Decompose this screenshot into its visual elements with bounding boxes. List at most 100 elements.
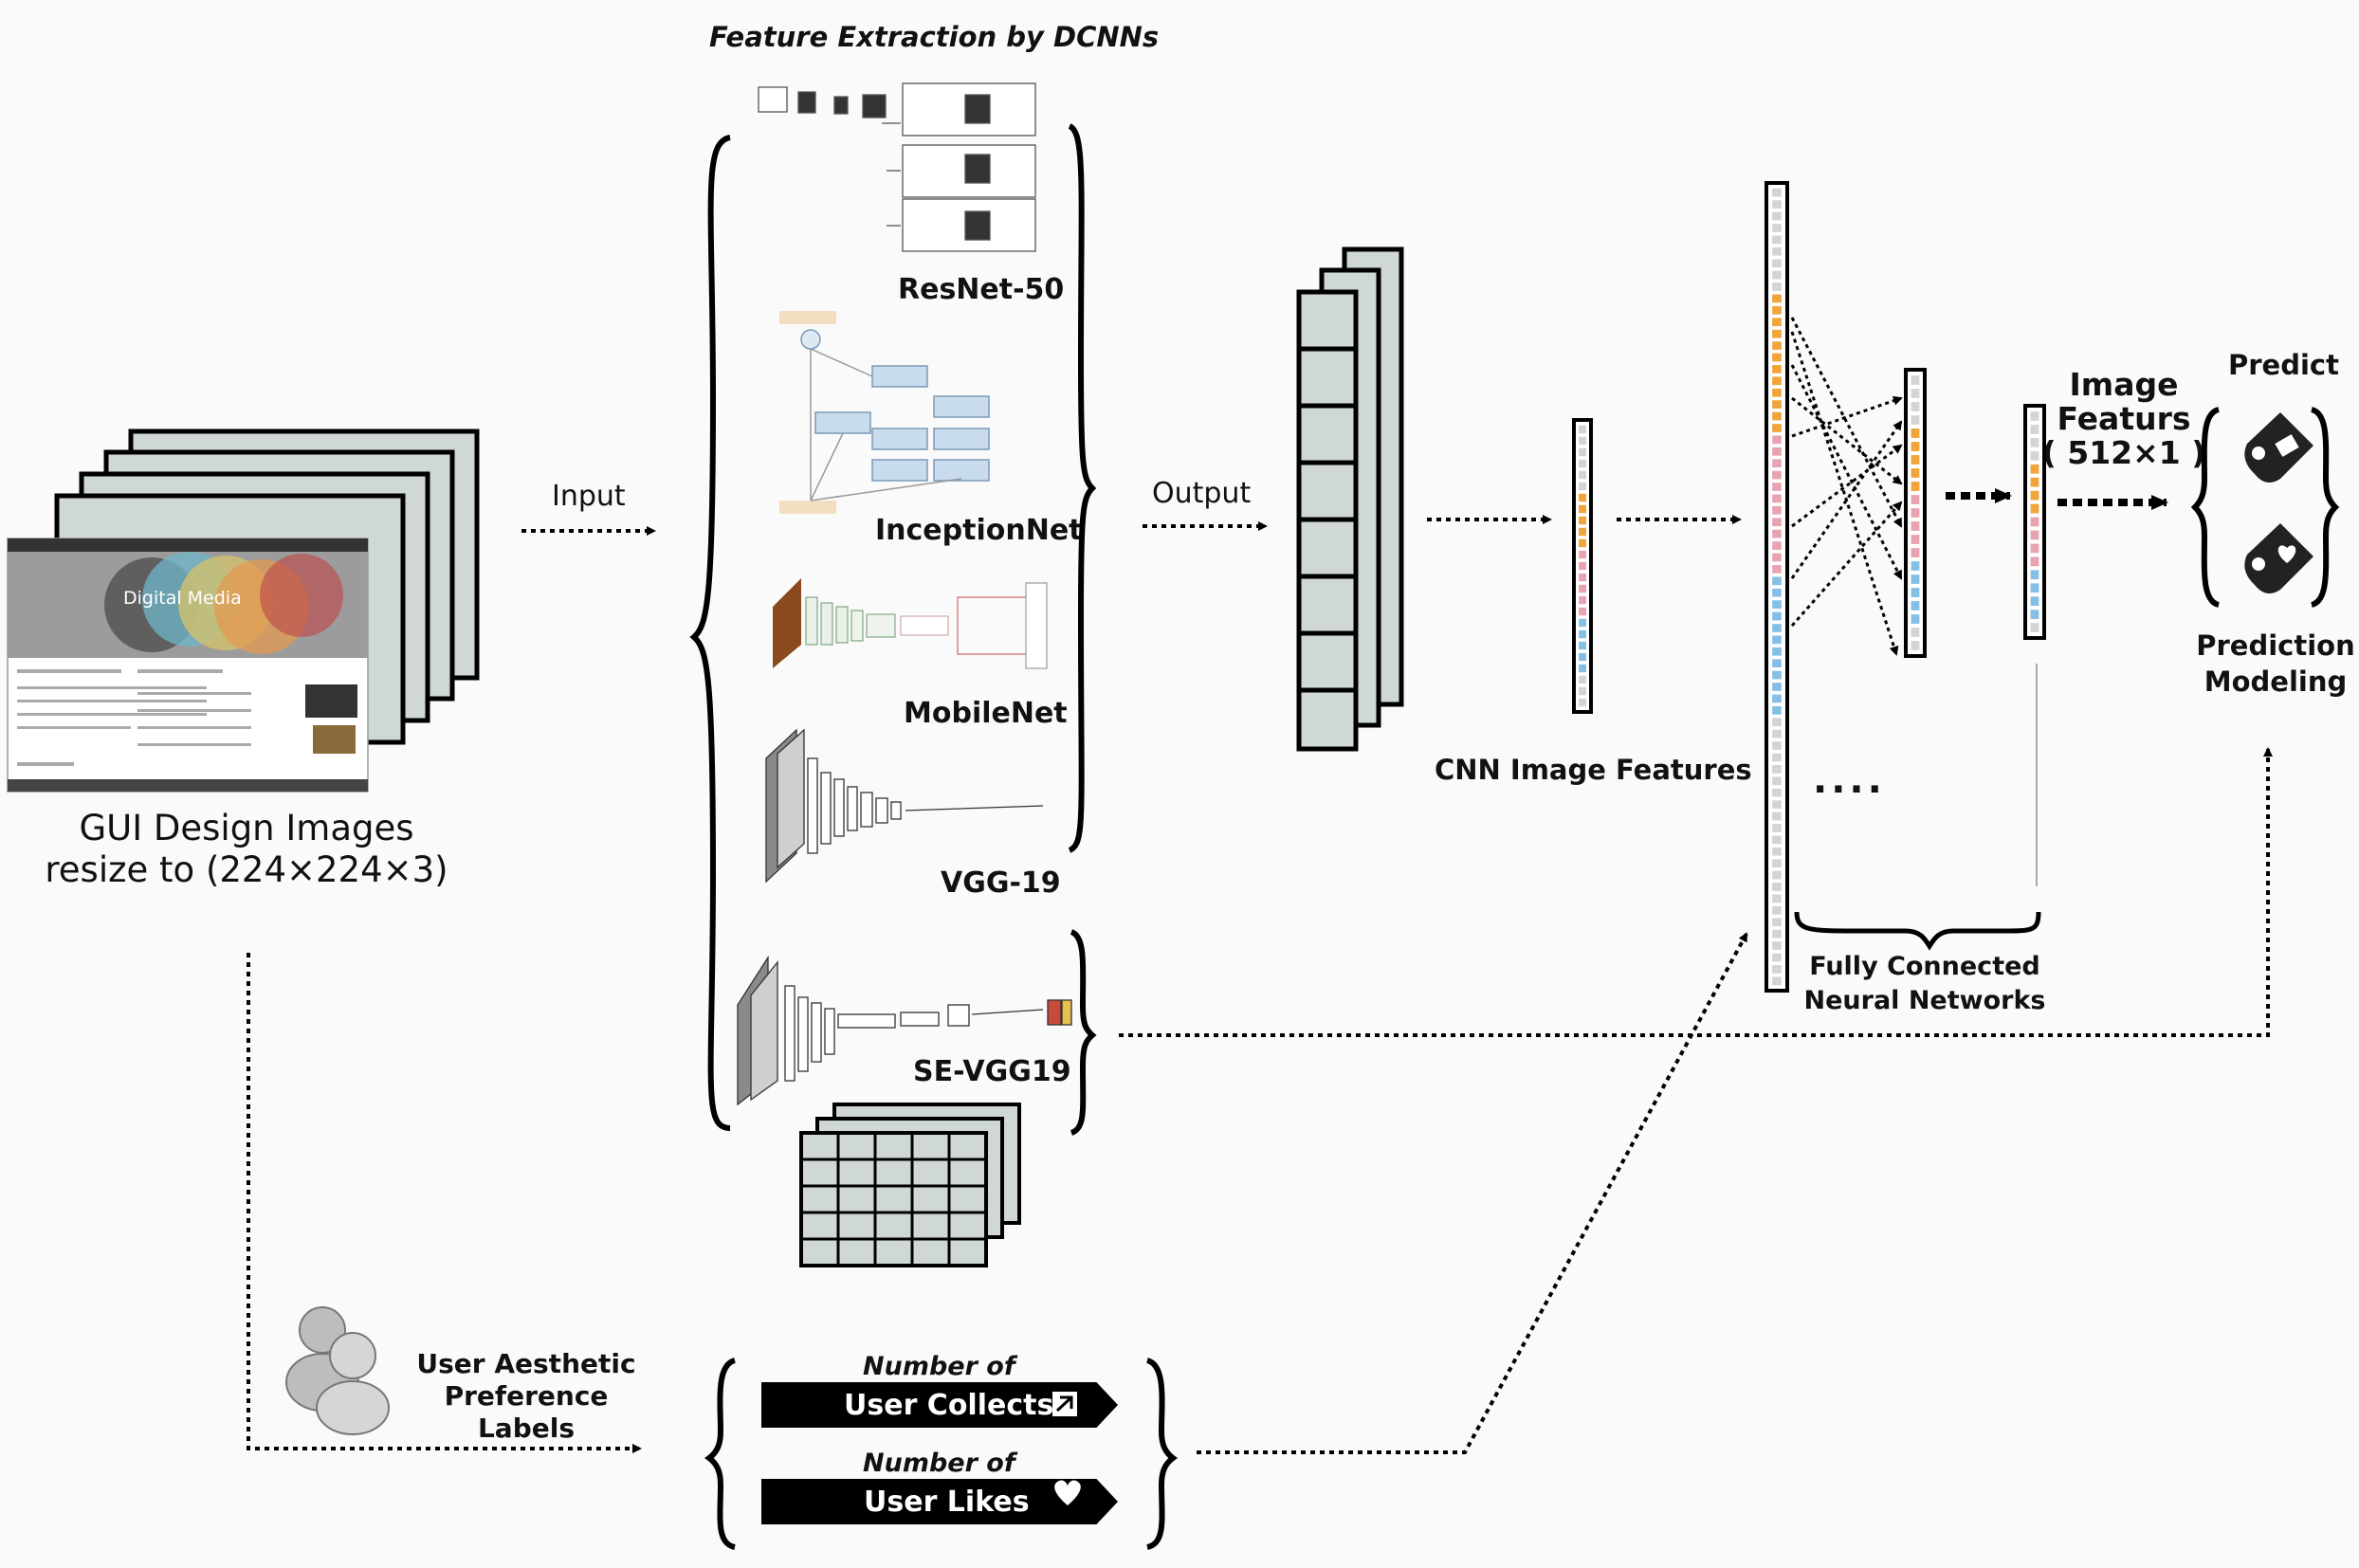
fc-output-vector-cell xyxy=(2030,437,2039,447)
fc-ellipsis: ···· xyxy=(1813,768,1886,811)
fc-hidden-vector-cell xyxy=(1911,614,1920,624)
flatten-vector-cell xyxy=(1772,694,1782,703)
cnn-feature-vector-cell xyxy=(1579,470,1586,480)
vgg19-thumbnail xyxy=(765,728,1044,884)
user-likes-label: User Likes xyxy=(864,1486,1030,1519)
fc-output-vector-cell xyxy=(2030,503,2039,514)
fc-output-vector-cell xyxy=(2030,425,2039,434)
flatten-vector-cell xyxy=(1772,235,1782,245)
networks-right-brace xyxy=(1068,123,1097,853)
fc-output-vector-cell xyxy=(2030,583,2039,593)
fc-label: Fully Connected Neural Networks xyxy=(1783,950,2067,1018)
flatten-vector-cell xyxy=(1772,224,1782,232)
fc-hidden-vector-cell xyxy=(1911,561,1920,571)
predict-right-brace xyxy=(2310,407,2340,608)
cnn-feature-vector-cell xyxy=(1579,447,1586,457)
cnn-feature-vector-cell xyxy=(1579,675,1586,684)
cnn-feature-vector-cell xyxy=(1579,527,1586,537)
network-label-resnet: ResNet-50 xyxy=(898,273,1065,306)
flatten-vector-cell xyxy=(1772,505,1782,515)
flatten-vector-cell xyxy=(1772,600,1782,609)
fc-output-vector-cell xyxy=(2030,411,2039,421)
flatten-vector-cell xyxy=(1772,270,1782,280)
flatten-vector-cell xyxy=(1772,294,1782,303)
flatten-vector-cell xyxy=(1772,329,1782,338)
fc-hidden-vector-cell xyxy=(1911,415,1920,425)
fc-output-vector-cell xyxy=(2030,543,2039,554)
flatten-vector-cell xyxy=(1772,411,1782,421)
output-feature-maps xyxy=(1296,246,1404,752)
flatten-vector-cell xyxy=(1772,905,1782,915)
cnn-feature-vector-cell xyxy=(1579,436,1586,446)
prediction-modeling-line2: Modeling xyxy=(2204,665,2348,698)
user-collects-label: User Collects xyxy=(844,1389,1054,1422)
flatten-vector-cell xyxy=(1772,588,1782,597)
flatten-vector-cell xyxy=(1772,965,1782,974)
gui-screenshot-thumbnail: Digital Media xyxy=(7,538,369,793)
collect-icon xyxy=(1052,1392,1077,1416)
network-label-sevgg19: SE-VGG19 xyxy=(913,1055,1071,1088)
fc-output-vector-cell xyxy=(2030,556,2039,567)
fc-output-vector-cell xyxy=(2030,596,2039,607)
cnn-feature-vector-cell xyxy=(1579,561,1586,571)
flatten-vector xyxy=(1765,181,1789,993)
network-label-inception: InceptionNet xyxy=(875,514,1083,547)
flatten-vector-cell xyxy=(1772,365,1782,374)
fc-hidden-vector-cell xyxy=(1911,468,1920,478)
flatten-vector-cell xyxy=(1772,800,1782,809)
flatten-vector-cell xyxy=(1772,518,1782,527)
fc-label-line2: Neural Networks xyxy=(1803,986,2046,1015)
flatten-vector-cell xyxy=(1772,283,1782,291)
cnn-feature-vector-cell xyxy=(1579,459,1586,468)
user-labels-title-line1: User Aesthetic xyxy=(416,1348,636,1379)
flatten-vector-cell xyxy=(1772,918,1782,927)
flatten-vector-cell xyxy=(1772,635,1782,645)
fc-hidden-vector-cell xyxy=(1911,402,1920,411)
predict-label: Predict xyxy=(2228,349,2339,381)
flatten-vector-cell xyxy=(1772,776,1782,786)
flatten-vector-cell xyxy=(1772,353,1782,362)
flatten-vector-cell xyxy=(1772,765,1782,774)
flatten-vector-cell xyxy=(1772,400,1782,409)
cnn-feature-vector-cell xyxy=(1579,618,1586,628)
fc-hidden-vector-cell xyxy=(1911,535,1920,544)
flatten-vector-cell xyxy=(1772,811,1782,821)
cnn-feature-vector-cell xyxy=(1579,664,1586,673)
feature-map-grid-stack xyxy=(799,1103,1021,1267)
user-group-icon xyxy=(285,1306,390,1435)
networks-left-brace xyxy=(689,135,731,1131)
fc-connections xyxy=(1790,317,1903,656)
feature-vectors xyxy=(1572,181,2046,993)
fc-hidden-vector-cell xyxy=(1911,442,1920,451)
fc-hidden-vector-cell xyxy=(1911,601,1920,611)
user-labels-title-line2: Preference Labels xyxy=(444,1380,609,1444)
gui-images-label-line2: resize to (224×224×3) xyxy=(45,849,448,890)
flatten-vector-cell xyxy=(1772,705,1782,715)
cnn-feature-vector-cell xyxy=(1579,425,1586,434)
user-likes-pill: User Likes xyxy=(761,1479,1118,1524)
bold-arrows xyxy=(1946,488,2168,510)
flatten-vector-cell xyxy=(1772,470,1782,480)
fc-brace xyxy=(1794,911,2041,951)
fc-output-vector-cell xyxy=(2030,490,2039,501)
fc-output-vector-cell xyxy=(2030,610,2039,619)
image-features-label: Image Featurs ( 512×1 ) xyxy=(2039,368,2209,470)
flatten-vector-cell xyxy=(1772,529,1782,538)
flatten-vector-cell xyxy=(1772,929,1782,939)
network-label-vgg19: VGG-19 xyxy=(941,866,1061,900)
mobilenet-thumbnail xyxy=(773,578,1048,669)
inception-thumbnail xyxy=(779,311,990,514)
flatten-vector-cell xyxy=(1772,388,1782,397)
gui-images-label-line1: GUI Design Images xyxy=(79,808,414,848)
flatten-vector-cell xyxy=(1772,188,1782,197)
flatten-vector-cell xyxy=(1772,976,1782,986)
flatten-vector-cell xyxy=(1772,553,1782,562)
flatten-vector-cell xyxy=(1772,376,1782,386)
flatten-vector-cell xyxy=(1772,200,1782,209)
user-labels-left-brace xyxy=(704,1358,737,1550)
fc-hidden-vector-cell xyxy=(1911,588,1920,597)
cnn-feature-vector-cell xyxy=(1579,516,1586,525)
flatten-vector-cell xyxy=(1772,565,1782,574)
